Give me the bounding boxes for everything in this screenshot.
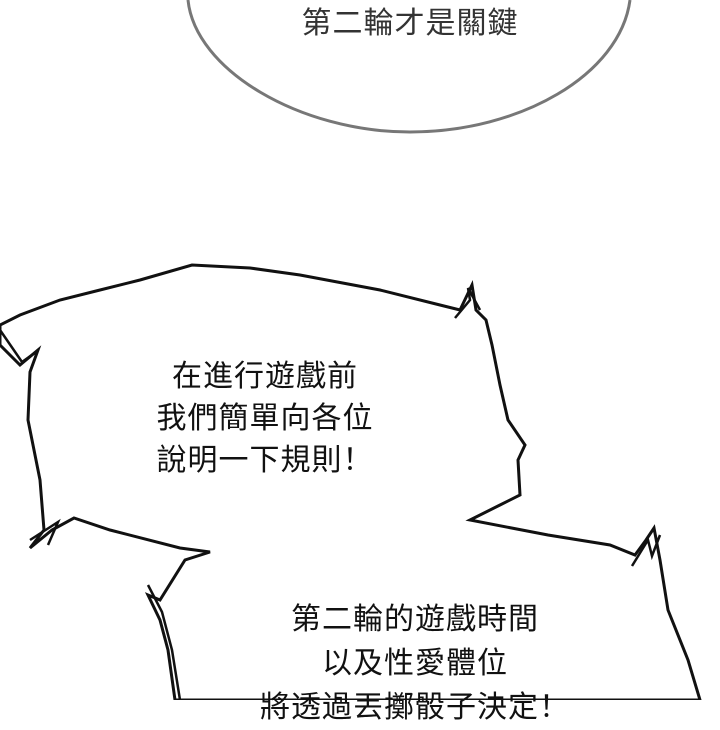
jagged-speech-bubble-rules — [0, 263, 702, 700]
rules-line: 說明一下規則！ — [156, 443, 374, 478]
comic-panel — [0, 0, 702, 700]
rules-bubble-text: 在進行遊戲前 我們簡單向各位 說明一下規則！ — [120, 356, 410, 482]
oval-bubble-text: 第二輪才是關鍵 — [301, 6, 519, 41]
oval-speech-bubble — [186, 0, 632, 134]
round-bubble-text: 第二輪的遊戲時間 以及性愛體位 將透過丟擲骰子決定！ — [240, 598, 590, 730]
bubble-divider-line — [146, 584, 182, 700]
round-line: 以及性愛體位 — [322, 646, 508, 681]
bubble-spike — [0, 329, 61, 546]
round-line: 第二輪的遊戲時間 — [291, 602, 539, 637]
bubble-spike — [454, 287, 662, 567]
rules-line: 在進行遊戲前 — [172, 359, 358, 394]
round-line: 將透過丟擲骰子決定！ — [260, 690, 570, 725]
rules-line: 我們簡單向各位 — [156, 401, 374, 436]
